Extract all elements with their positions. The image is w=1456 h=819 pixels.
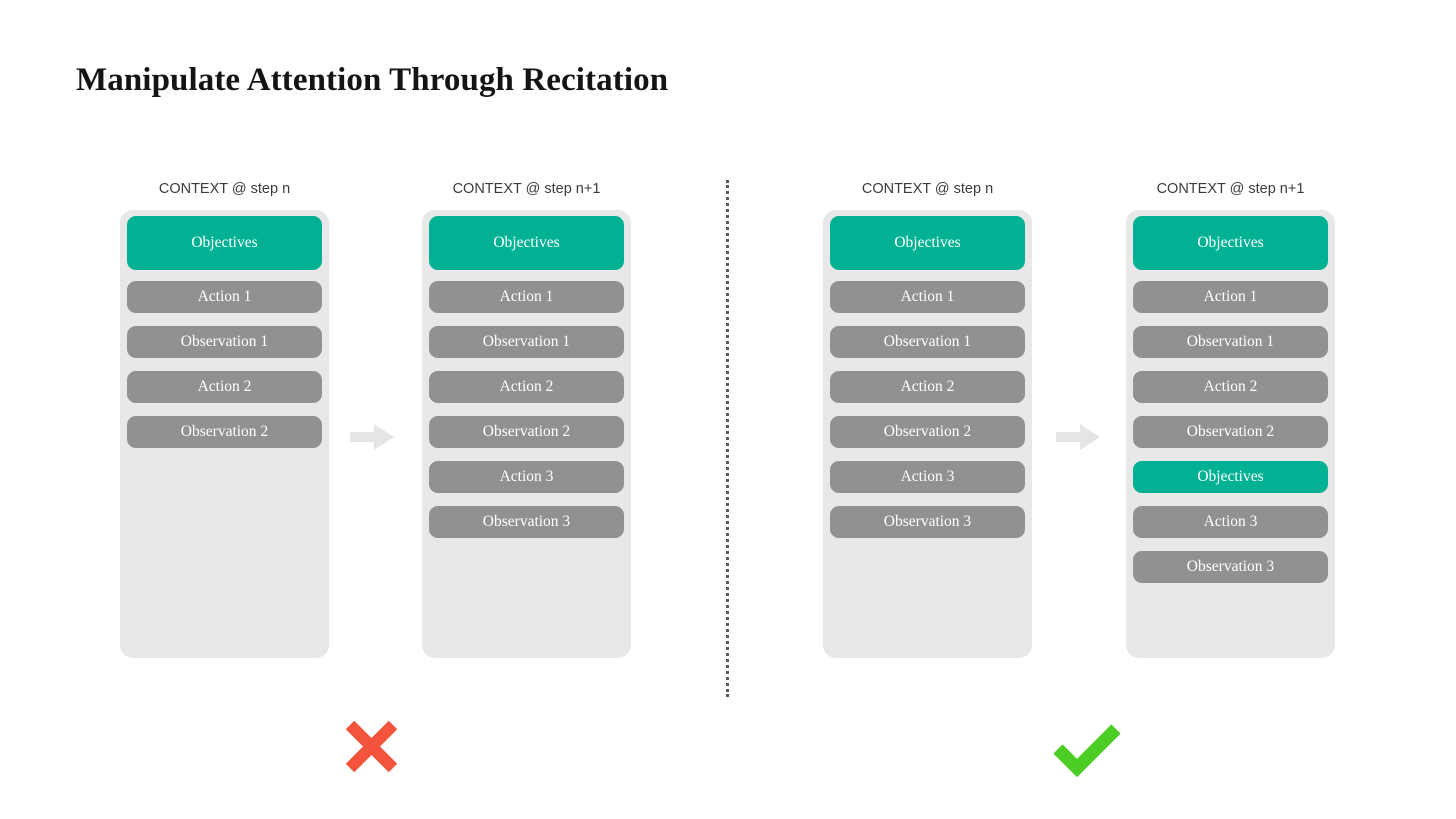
context-block-observation-2: Observation 2 [127,416,322,448]
context-block-action-2: Action 2 [127,371,322,403]
context-block-observation-2: Observation 2 [830,416,1025,448]
context-box-good-before: Objectives Action 1 Observation 1 Action… [823,210,1032,658]
arrow-right-icon-bad [350,422,396,452]
context-block-objectives: Objectives [429,216,624,270]
context-panel-bad-after: CONTEXT @ step n+1 Objectives Action 1 O… [422,180,631,658]
context-header-good-after: CONTEXT @ step n+1 [1156,181,1305,197]
context-block-action-1: Action 1 [1133,281,1328,313]
context-block-action-2: Action 2 [429,371,624,403]
context-block-action-1: Action 1 [830,281,1025,313]
context-panel-good-after: CONTEXT @ step n+1 Objectives Action 1 O… [1126,180,1335,658]
recitation-diagram: CONTEXT @ step n Objectives Action 1 Obs… [0,180,1456,800]
cross-mark-icon [333,708,413,788]
context-block-observation-3: Observation 3 [1133,551,1328,583]
context-header-bad-before: CONTEXT @ step n [158,181,291,197]
context-box-bad-after: Objectives Action 1 Observation 1 Action… [422,210,631,658]
context-block-observation-3: Observation 3 [830,506,1025,538]
page-title: Manipulate Attention Through Recitation [76,62,669,98]
context-block-action-3: Action 3 [830,461,1025,493]
context-block-action-2: Action 2 [1133,371,1328,403]
context-block-observation-3: Observation 3 [429,506,624,538]
context-block-objectives: Objectives [830,216,1025,270]
context-block-objectives: Objectives [1133,216,1328,270]
context-block-observation-1: Observation 1 [830,326,1025,358]
context-panel-bad-before: CONTEXT @ step n Objectives Action 1 Obs… [120,180,329,658]
arrow-right-icon-good [1056,422,1102,452]
context-box-good-after: Objectives Action 1 Observation 1 Action… [1126,210,1335,658]
context-block-action-1: Action 1 [127,281,322,313]
context-block-action-2: Action 2 [830,371,1025,403]
context-box-bad-before: Objectives Action 1 Observation 1 Action… [120,210,329,658]
context-panel-good-before: CONTEXT @ step n Objectives Action 1 Obs… [823,180,1032,658]
context-block-action-1: Action 1 [429,281,624,313]
context-block-observation-1: Observation 1 [127,326,322,358]
context-header-bad-after: CONTEXT @ step n+1 [452,181,601,197]
context-block-objectives-recited: Objectives [1133,461,1328,493]
context-block-observation-1: Observation 1 [429,326,624,358]
context-block-action-3: Action 3 [1133,506,1328,538]
context-block-observation-2: Observation 2 [1133,416,1328,448]
context-block-objectives: Objectives [127,216,322,270]
context-block-observation-1: Observation 1 [1133,326,1328,358]
context-header-good-before: CONTEXT @ step n [861,181,994,197]
section-divider [726,180,729,697]
check-mark-icon [1046,708,1126,788]
context-block-observation-2: Observation 2 [429,416,624,448]
context-block-action-3: Action 3 [429,461,624,493]
